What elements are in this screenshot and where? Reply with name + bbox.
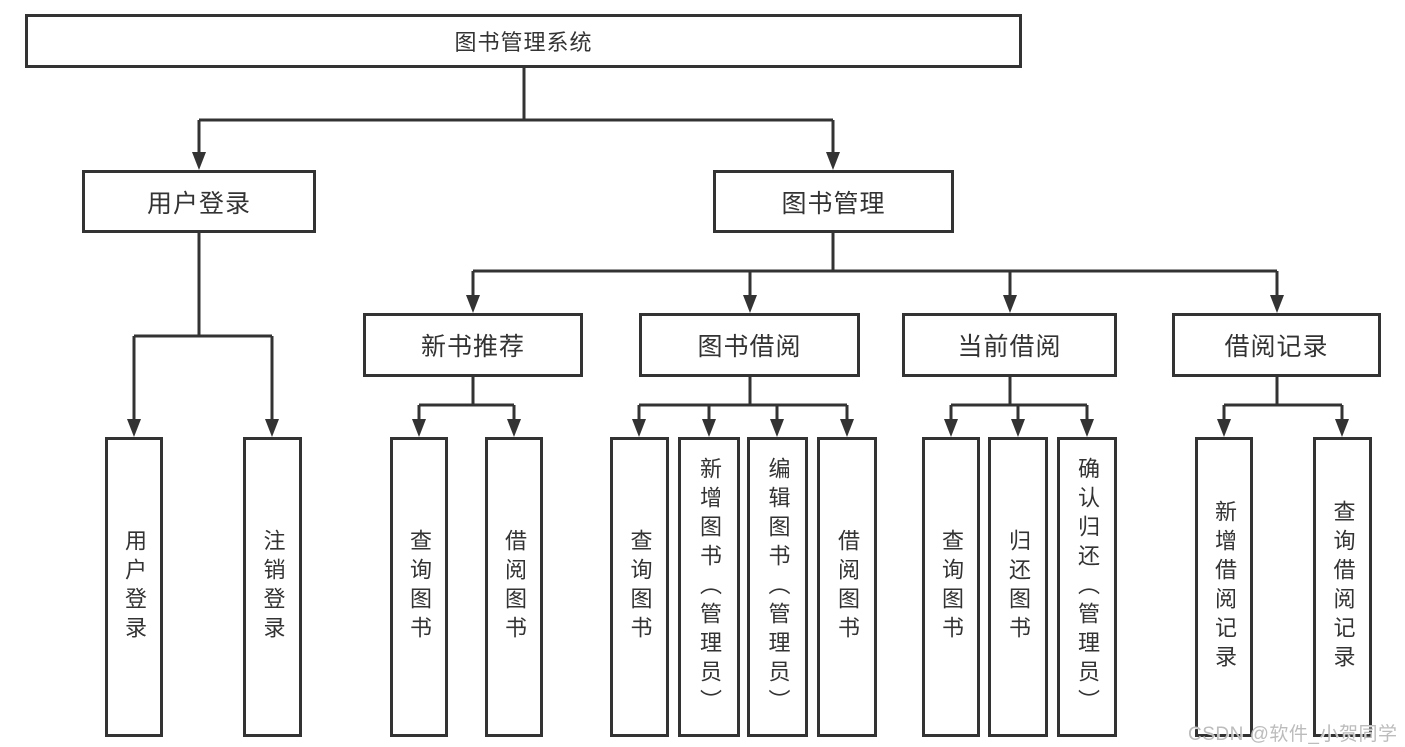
arrow-down-icon [743,295,757,313]
node-root-system: 图书管理系统 [25,14,1022,68]
node-leaf-cb-confirm-return-admin: 确认归还（管理员） [1057,437,1117,737]
arrow-down-icon [1080,419,1094,437]
arrow-down-icon [1217,419,1231,437]
arrow-down-icon [944,419,958,437]
arrow-down-icon [702,419,716,437]
arrow-down-icon [127,419,141,437]
arrow-down-icon [826,152,840,170]
node-leaf-cb-query-books: 查询图书 [922,437,980,737]
arrow-down-icon [1003,295,1017,313]
node-current-borrow: 当前借阅 [902,313,1117,377]
connector-new-book-rec [417,377,516,421]
node-new-book-recommend: 新书推荐 [363,313,583,377]
connector-book-mgmt [471,233,1279,297]
node-leaf-user-login: 用户登录 [105,437,163,737]
arrow-down-icon [632,419,646,437]
node-leaf-logout: 注销登录 [243,437,302,737]
arrow-down-icon [1270,295,1284,313]
arrow-down-icon [1335,419,1349,437]
csdn-watermark: CSDN @软件_小贺同学 [1188,724,1398,745]
connector-user-login [132,233,274,421]
node-book-management: 图书管理 [713,170,954,233]
arrow-down-icon [466,295,480,313]
node-leaf-bb-query-books: 查询图书 [610,437,669,737]
node-user-login: 用户登录 [82,170,316,233]
arrow-down-icon [192,152,206,170]
node-borrow-records: 借阅记录 [1172,313,1381,377]
node-leaf-rec-query-books: 查询图书 [390,437,448,737]
arrow-down-icon [840,419,854,437]
arrow-down-icon [265,419,279,437]
node-leaf-br-add-record: 新增借阅记录 [1195,437,1253,737]
node-leaf-bb-add-books-admin: 新增图书（管理员） [678,437,740,737]
node-leaf-bb-borrow-books: 借阅图书 [817,437,877,737]
arrow-down-icon [770,419,784,437]
arrow-down-icon [1011,419,1025,437]
arrowheads [127,152,1349,437]
node-leaf-bb-edit-books-admin: 编辑图书（管理员） [747,437,808,737]
arrow-down-icon [507,419,521,437]
connector-root [197,68,835,155]
connector-current-borrow [949,377,1089,421]
connector-book-borrow [637,377,849,421]
node-leaf-br-query-record: 查询借阅记录 [1313,437,1372,737]
node-book-borrow: 图书借阅 [639,313,860,377]
node-leaf-cb-return-books: 归还图书 [988,437,1048,737]
connector-borrow-records [1222,377,1344,421]
node-leaf-rec-borrow-books: 借阅图书 [485,437,543,737]
arrow-down-icon [412,419,426,437]
